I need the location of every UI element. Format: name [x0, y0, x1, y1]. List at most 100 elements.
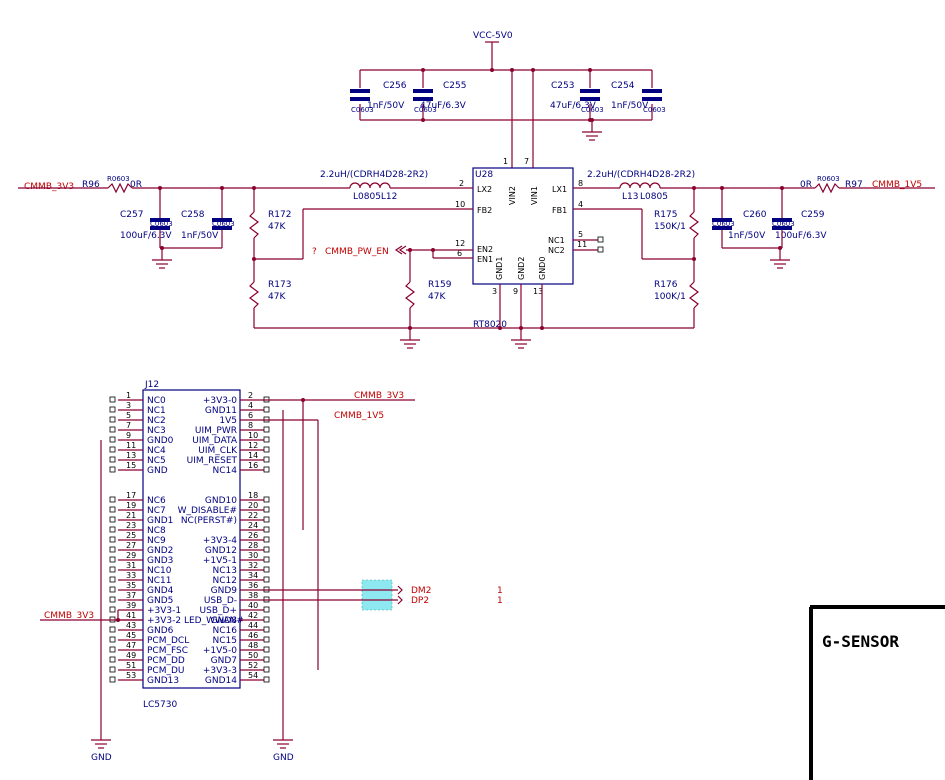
resistor-r172[interactable]: R172 47K: [249, 210, 291, 239]
svg-text:150K/1: 150K/1: [654, 222, 686, 232]
svg-text:19: 19: [126, 501, 136, 510]
svg-text:C260: C260: [743, 210, 767, 220]
net-cmmb-1v5-right: CMMB_1V5: [872, 180, 922, 190]
svg-text:2.2uH/(CDRH4D28-2R2): 2.2uH/(CDRH4D28-2R2): [320, 170, 428, 180]
resistor-r176[interactable]: R176 100K/1: [654, 280, 699, 309]
j12-pin-right-30[interactable]: 30+1V5-1: [203, 551, 270, 566]
svg-text:36: 36: [248, 581, 258, 590]
svg-text:USB_D-: USB_D-: [204, 596, 237, 606]
capacitor-c259[interactable]: C259 100uF/6.3V C0603: [772, 210, 827, 241]
svg-text:L0805: L0805: [640, 192, 668, 202]
capacitor-c253[interactable]: C253 47uF/6.3V C0603: [550, 81, 604, 114]
j12-pin-right-52[interactable]: 52+3V3-3: [203, 661, 270, 676]
svg-text:C259: C259: [801, 210, 825, 220]
resistor-r96[interactable]: R96 0R R0603: [82, 175, 142, 194]
capacitor-c256[interactable]: C256 1nF/50V C0603: [350, 81, 407, 114]
j12-pin-right-20[interactable]: 20W_DISABLE#: [178, 501, 270, 516]
j12-ref: J12: [144, 380, 159, 390]
svg-text:43: 43: [126, 621, 136, 630]
svg-text:20: 20: [248, 501, 258, 510]
svg-text:1nF/50V: 1nF/50V: [367, 101, 405, 111]
inductor-right[interactable]: 2.2uH/(CDRH4D28-2R2) L13 L0805: [587, 170, 695, 202]
capacitor-c255[interactable]: C255 47uF/6.3V C0603: [413, 81, 467, 114]
capacitor-c258[interactable]: C258 1nF/50V C0603: [181, 210, 235, 241]
svg-text:NC14: NC14: [213, 466, 238, 476]
capacitor-c260[interactable]: C260 1nF/50V C0603: [712, 210, 767, 241]
j12-pin-right-26[interactable]: 26+3V3-4: [203, 531, 270, 546]
svg-text:8: 8: [578, 179, 583, 188]
svg-text:+3V3-3: +3V3-3: [203, 666, 237, 676]
svg-text:PCM_DD: PCM_DD: [147, 656, 185, 666]
svg-text:35: 35: [126, 581, 136, 590]
svg-text:R159: R159: [428, 280, 452, 290]
svg-text:54: 54: [248, 671, 258, 680]
resistor-r173[interactable]: R173 47K: [249, 280, 291, 309]
resistor-r159[interactable]: R159 47K: [405, 280, 452, 309]
svg-text:3: 3: [492, 287, 497, 296]
inductor-left[interactable]: 2.2uH/(CDRH4D28-2R2) L0805L12: [320, 170, 428, 202]
svg-text:39: 39: [126, 601, 136, 610]
j12-pin-right-48[interactable]: 48+1V5-0: [203, 641, 270, 656]
capacitor-c257[interactable]: C257 100uF/6.3V C0603: [120, 210, 173, 241]
connector-j12[interactable]: J12 LC5730 1NC03NC15NC27NC39GND011NC413N…: [109, 380, 270, 710]
svg-text:L13: L13: [622, 192, 638, 202]
svg-text:51: 51: [126, 661, 136, 670]
svg-text:C253: C253: [551, 81, 574, 91]
svg-text:22: 22: [248, 511, 258, 520]
svg-text:C0603: C0603: [212, 220, 235, 228]
regulator-u28[interactable]: U28 RT8020 LX2 FB2 EN2 EN1 LX1 FB1 NC1 N…: [455, 157, 604, 349]
j12-pin-left-39[interactable]: 39+3V3-1: [109, 601, 181, 616]
resistor-r97[interactable]: 0R R97 R0603: [800, 175, 863, 194]
svg-text:NC(PERST#): NC(PERST#): [181, 516, 237, 526]
svg-text:PCM_FSC: PCM_FSC: [147, 646, 188, 656]
j12-pin-right-24[interactable]: 24: [240, 521, 270, 533]
resistor-r175[interactable]: R175 150K/1: [654, 210, 699, 239]
svg-text:2.2uH/(CDRH4D28-2R2): 2.2uH/(CDRH4D28-2R2): [587, 170, 695, 180]
svg-text:C257: C257: [120, 210, 143, 220]
vcc-net-label: VCC-5V0: [473, 31, 513, 41]
capacitor-c254[interactable]: C254 1nF/50V C0603: [611, 81, 666, 114]
